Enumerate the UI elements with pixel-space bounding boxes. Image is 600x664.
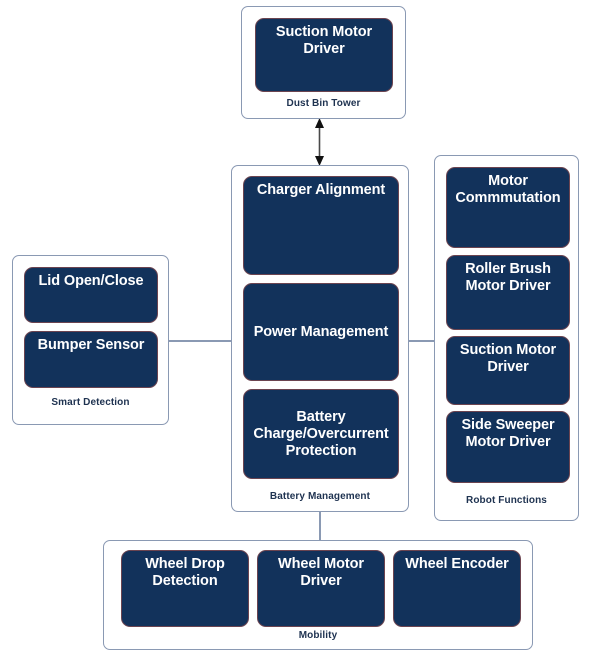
node-lid-open-close[interactable]: Lid Open/Close: [24, 267, 158, 323]
node-charger-alignment[interactable]: Charger Alignment: [243, 176, 399, 275]
node-label: Charger Alignment: [256, 182, 386, 198]
connector-battery-management-to-mobility: [319, 511, 321, 540]
group-robot-functions: Motor Commmutation Roller Brush Motor Dr…: [434, 155, 579, 521]
node-battery-charge-overcurrent-protection[interactable]: Battery Charge/Overcurrent Protection: [243, 389, 399, 479]
node-side-sweeper-motor-driver[interactable]: Side Sweeper Motor Driver: [446, 411, 570, 483]
node-label: Suction Motor Driver: [275, 24, 373, 57]
node-label: Roller Brush Motor Driver: [465, 261, 551, 294]
node-wheel-encoder[interactable]: Wheel Encoder: [393, 550, 521, 627]
node-power-management[interactable]: Power Management: [243, 283, 399, 381]
node-suction-motor-driver[interactable]: Suction Motor Driver: [446, 336, 570, 405]
group-dust-bin-tower: Suction Motor Driver Dust Bin Tower: [241, 6, 406, 119]
node-roller-brush-motor-driver[interactable]: Roller Brush Motor Driver: [446, 255, 570, 330]
node-bumper-sensor[interactable]: Bumper Sensor: [24, 331, 158, 388]
node-label: Wheel Motor Driver: [278, 556, 364, 589]
connector-smart-detection-to-battery-management: [167, 340, 233, 342]
group-smart-detection: Lid Open/Close Bumper Sensor Smart Detec…: [12, 255, 169, 425]
group-battery-management: Charger Alignment Power Management Batte…: [231, 165, 409, 512]
node-label: Wheel Drop Detection: [145, 556, 225, 589]
node-label: Battery Charge/Overcurrent Protection: [253, 409, 389, 459]
node-label: Suction Motor Driver: [459, 342, 557, 375]
connector-dust-bin-tower-to-battery-management: [310, 118, 329, 166]
node-label: Lid Open/Close: [38, 273, 144, 289]
group-label-battery-management: Battery Management: [269, 491, 371, 502]
group-label-robot-functions: Robot Functions: [466, 495, 547, 506]
group-mobility: Wheel Drop Detection Wheel Motor Driver …: [103, 540, 533, 650]
node-label: Wheel Encoder: [405, 556, 509, 572]
node-suction-motor-driver-dust-bin[interactable]: Suction Motor Driver: [255, 18, 393, 92]
node-label: Side Sweeper Motor Driver: [461, 417, 555, 450]
node-label: Power Management: [253, 324, 389, 341]
group-label-dust-bin-tower: Dust Bin Tower: [286, 98, 361, 109]
connector-battery-management-to-robot-functions: [408, 340, 435, 342]
group-label-mobility: Mobility: [298, 630, 338, 641]
double-arrow-icon: [315, 118, 324, 166]
node-motor-commutation[interactable]: Motor Commmutation: [446, 167, 570, 248]
node-label: Motor Commmutation: [455, 173, 561, 206]
node-wheel-drop-detection[interactable]: Wheel Drop Detection: [121, 550, 249, 627]
node-label: Bumper Sensor: [37, 337, 145, 353]
node-wheel-motor-driver[interactable]: Wheel Motor Driver: [257, 550, 385, 627]
group-label-smart-detection: Smart Detection: [51, 397, 130, 408]
